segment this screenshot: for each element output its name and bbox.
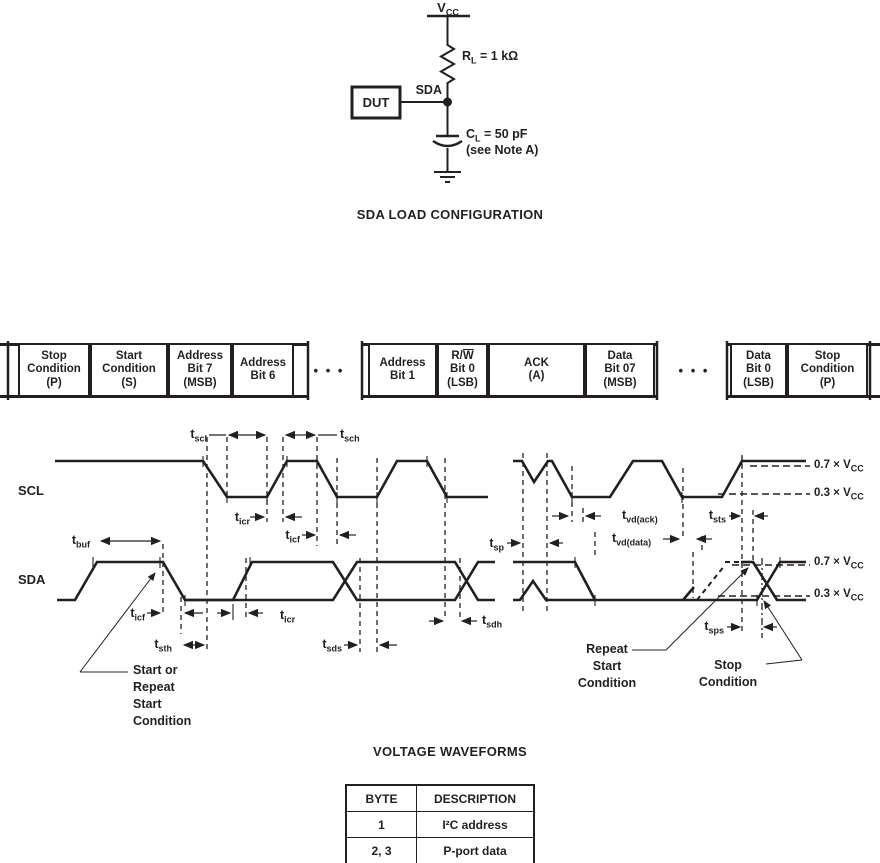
ground-symbol <box>434 171 461 183</box>
byte-table: BYTE DESCRIPTION 1 I²C address 2, 3 P-po… <box>345 784 535 863</box>
voltage-waveforms-caption: VOLTAGE WAVEFORMS <box>373 744 527 759</box>
bit-strip-ellipsis-2: • • • <box>678 362 710 378</box>
vcc-label: VCC <box>437 0 459 18</box>
timing-t-sp: tsp <box>489 536 504 553</box>
capacitor-label: CL = 50 pF <box>466 127 528 144</box>
level-sda-03vcc: 0.3 × VCC <box>814 588 864 603</box>
byte-table-header-byte: BYTE <box>347 786 417 811</box>
byte-table-header-row: BYTE DESCRIPTION <box>347 786 533 812</box>
stop-condition-label: Stop Condition <box>698 658 758 689</box>
timing-t-vd-ack: tvd(ack) <box>622 508 658 525</box>
level-dashes <box>718 465 810 597</box>
bit-cell-addr7: Address Bit 7 (MSB) <box>168 343 232 397</box>
sda-node-label: SDA <box>415 83 442 97</box>
dimension-arrows <box>99 430 777 650</box>
resistor-label: RL = 1 kΩ <box>462 49 519 66</box>
capacitor-note: (see Note A) <box>466 143 539 157</box>
corner-ticks <box>92 456 781 620</box>
bit-cell-data7: Data Bit 07 (MSB) <box>585 343 655 397</box>
timing-t-icf-sda: ticf <box>130 606 145 623</box>
circuit-lines <box>350 14 470 183</box>
timing-t-icf-scl: ticf <box>285 528 300 545</box>
data-valid-tick <box>682 586 695 601</box>
sda-label: SDA <box>18 572 46 587</box>
bit-cell-addr1: Address Bit 1 <box>368 343 437 397</box>
bit-cell-addr6: Address Bit 6 <box>232 343 294 397</box>
timing-t-sth: tsth <box>154 637 172 654</box>
timing-t-sdh: tsdh <box>482 613 503 630</box>
timing-t-buf: tbuf <box>71 533 90 550</box>
byte-table-row-2: 2, 3 P-port data <box>347 838 533 863</box>
sda-load-caption: SDA LOAD CONFIGURATION <box>356 207 544 222</box>
repeat-start-pointer <box>665 567 749 651</box>
repeat-start-dashed-rise <box>696 564 726 601</box>
sda-node-dot <box>443 97 452 107</box>
level-scl-03vcc: 0.3 × VCC <box>814 487 864 502</box>
start-or-repeat-start-condition-label: Start or Repeat Start Condition <box>133 663 192 728</box>
sda-waveform <box>57 560 806 602</box>
repeat-start-condition-label: Repeat Start Condition <box>577 642 637 690</box>
timing-t-vd-data: tvd(data) <box>612 531 652 548</box>
timing-t-scl: tscl <box>190 427 207 444</box>
level-sda-07vcc: 0.7 × VCC <box>814 556 864 571</box>
timing-t-icr-sda: ticr <box>280 608 296 625</box>
stop-condition-pointer <box>763 600 803 661</box>
dashed-guides <box>162 437 763 652</box>
bit-cell-data0: Data Bit 0 (LSB) <box>730 343 787 397</box>
start-condition-pointer <box>79 572 156 673</box>
dut-label: DUT <box>362 95 390 110</box>
timing-t-sts: tsts <box>708 508 726 525</box>
timing-t-icr-scl: ticr <box>234 510 250 527</box>
bit-cell-ack: ACK (A) <box>488 343 585 397</box>
bit-cell-stop-p-2: Stop Condition (P) <box>787 343 868 397</box>
timing-t-sps: tsps <box>704 619 724 636</box>
byte-table-row-1: 1 I²C address <box>347 812 533 838</box>
timing-t-sds: tsds <box>322 637 342 654</box>
pointer-lines <box>79 567 803 673</box>
timing-t-sch: tsch <box>340 427 360 444</box>
scl-waveform <box>55 459 806 499</box>
byte-table-header-description: DESCRIPTION <box>433 791 516 806</box>
capacitor-curve <box>432 139 463 148</box>
bit-cell-rw: R/W Bit 0 (LSB) <box>437 343 488 397</box>
level-scl-07vcc: 0.7 × VCC <box>814 459 864 474</box>
bit-strip-ellipsis-1: • • • <box>313 362 345 378</box>
bit-cell-stop-p-1: Stop Condition (P) <box>18 343 90 397</box>
scl-label: SCL <box>18 483 44 498</box>
bit-cell-start-s: Start Condition (S) <box>90 343 168 397</box>
